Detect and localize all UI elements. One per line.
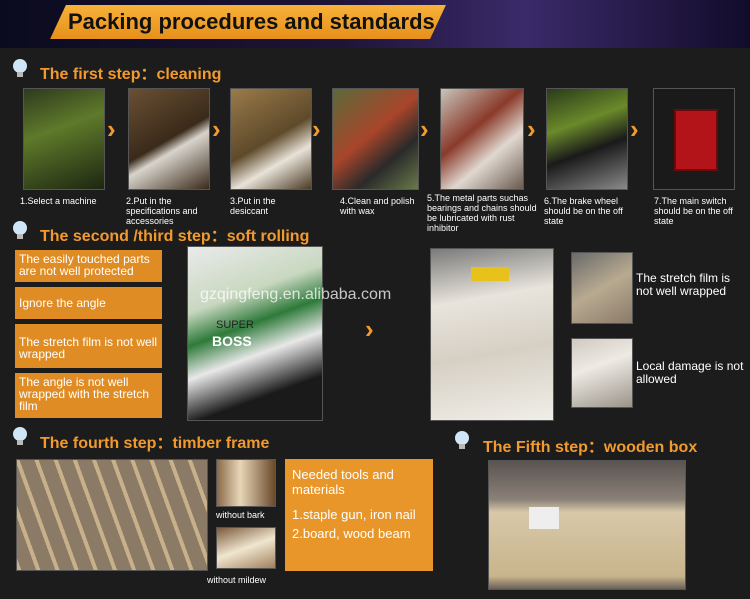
tools-item-2: 2.board, wood beam — [292, 526, 411, 541]
caption-3: 3.Put in the desiccant — [230, 196, 276, 216]
lightbulb-icon — [13, 427, 27, 445]
arrow-icon: › — [630, 114, 639, 144]
step23-heading: The second /third step：soft rolling — [40, 228, 310, 245]
step4-heading: The fourth step：timber frame — [40, 435, 270, 452]
switch-icon — [674, 109, 718, 171]
step5-heading: The Fifth step：wooden box — [483, 439, 698, 456]
step1-heading: The first step：cleaning — [40, 66, 222, 83]
tools-item-1: 1.staple gun, iron nail — [292, 507, 416, 522]
box-label — [529, 507, 559, 529]
note-damage: Local damage is not allowed — [636, 359, 744, 386]
arrow-icon: › — [312, 114, 321, 144]
caption-5: 5.The metal parts suchas bearings and ch… — [427, 193, 537, 233]
arrow-icon: › — [527, 114, 536, 144]
arrow-icon: › — [107, 114, 116, 144]
rolled-machine-photo: SUPER BOSS — [187, 246, 323, 421]
wrapped-machine-photo — [430, 248, 554, 421]
accessories-photo — [128, 88, 210, 190]
arrow-icon: › — [420, 114, 429, 144]
lightbulb-icon — [13, 59, 27, 77]
caption-1: 1.Select a machine — [20, 196, 97, 206]
caption-4: 4.Clean and polish with wax — [340, 196, 415, 216]
caption-6: 6.The brake wheel should be on the off s… — [544, 196, 623, 226]
polish-photo — [332, 88, 419, 190]
desiccant-photo — [230, 88, 312, 190]
main-switch-photo — [653, 88, 735, 190]
arrow-icon: › — [365, 314, 374, 344]
note-film: The stretch film is not well wrapped — [636, 271, 731, 298]
timber-frame-photo — [16, 459, 208, 571]
label-without-bark: without bark — [216, 510, 265, 520]
tools-box: Needed tools and materials 1.staple gun,… — [285, 459, 433, 571]
film-text-super: SUPER — [216, 319, 254, 331]
rolling-box-4: The angle is not well wrapped with the s… — [15, 373, 162, 418]
label-without-mildew: without mildew — [207, 575, 267, 585]
caption-7: 7.The main switch should be on the off s… — [654, 196, 733, 226]
film-not-wrapped-photo — [571, 252, 633, 324]
brake-wheel-photo — [546, 88, 628, 190]
header-banner: Packing procedures and standards — [0, 0, 750, 48]
lubricate-photo — [440, 88, 524, 190]
machine-photo — [23, 88, 105, 190]
tools-title: Needed tools and materials — [292, 467, 394, 497]
bark-photo — [216, 459, 276, 507]
watermark: gzqingfeng.en.alibaba.com — [200, 286, 392, 303]
lightbulb-icon — [455, 431, 469, 449]
mildew-photo — [216, 527, 276, 569]
page-title: Packing procedures and standards — [68, 9, 435, 34]
arrow-icon: › — [212, 114, 221, 144]
rolling-box-2: Ignore the angle — [15, 287, 162, 319]
lightbulb-icon — [13, 221, 27, 239]
film-text-boss: BOSS — [212, 333, 252, 349]
warning-label — [471, 267, 509, 281]
rolling-box-3: The stretch film is not well wrapped — [15, 324, 162, 368]
rolling-box-1: The easily touched parts are not well pr… — [15, 250, 162, 282]
wooden-box-photo — [488, 460, 686, 590]
caption-2: 2.Put in the specifications and accessor… — [126, 196, 198, 226]
local-damage-photo — [571, 338, 633, 408]
